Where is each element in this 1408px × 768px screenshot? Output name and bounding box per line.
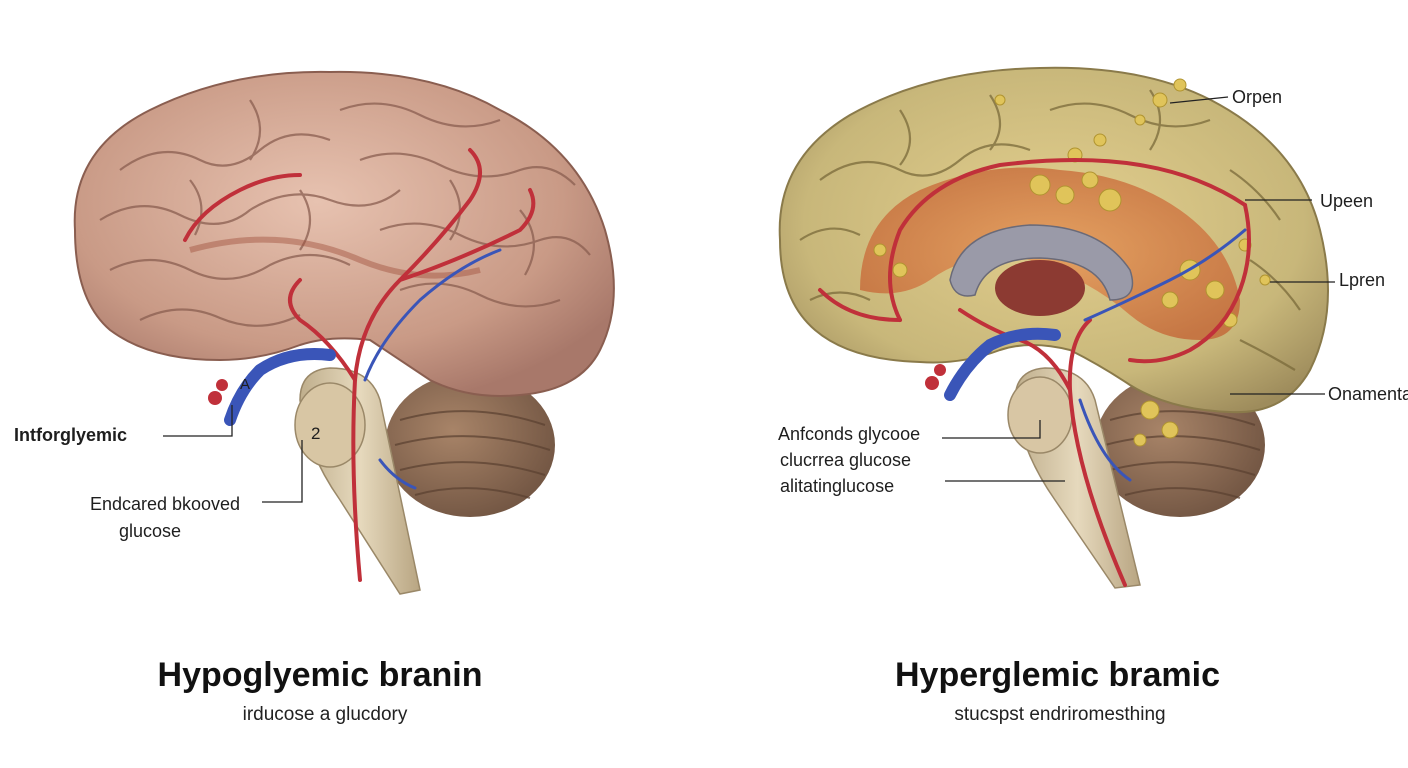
label-alitatin: alitatinglucose: [780, 476, 895, 496]
right-red-node-2: [934, 364, 946, 376]
right-glucose-deposits: [873, 78, 1271, 447]
label-anfconds: Anfconds glycooe: [778, 424, 921, 444]
right-brain: [778, 66, 1329, 589]
left-lateral-fissure: [189, 236, 481, 279]
left-red-node: [208, 391, 222, 405]
left-subtitle: irducose a gluc​dory: [242, 704, 408, 725]
left-leader-lines: [163, 405, 303, 503]
label-endcared-line1: Endcared bkooved: [89, 494, 241, 514]
left-brain: [73, 70, 615, 595]
right-leader-lines: [942, 96, 1335, 482]
left-red-node-2: [216, 379, 228, 391]
right-veins: [944, 228, 1247, 482]
right-thalamus: [995, 260, 1085, 316]
right-corpus-callosum: [949, 224, 1134, 301]
left-title: Hypoglyemic branin: [157, 656, 483, 694]
right-pons: [1007, 376, 1073, 454]
label-marker-a: A: [240, 376, 251, 393]
right-red-node: [925, 376, 939, 390]
left-arteries: [183, 148, 536, 582]
label-intforglyemic: Intforglyemic: [14, 425, 128, 445]
right-arteries: [818, 158, 1251, 587]
left-cerebellum-folds: [394, 410, 551, 499]
left-cerebellum: [385, 373, 555, 517]
left-pons: [294, 382, 366, 468]
label-clucrrea: clucrrea glucose: [780, 450, 912, 470]
right-cerebellum-folds: [1104, 410, 1261, 499]
label-orpen: Orpen: [1232, 87, 1283, 107]
label-lpren: Lpren: [1339, 270, 1386, 290]
right-title: Hyperglemic bramic: [894, 656, 1221, 694]
label-upeen: Upeen: [1320, 191, 1374, 211]
left-gyri: [99, 99, 591, 327]
left-veins: [224, 248, 502, 490]
right-subtitle: stucspst endriromesthing: [954, 704, 1166, 725]
label-endcared-line2: glucose: [118, 521, 182, 541]
label-onamenta: Onamenta: [1328, 384, 1408, 404]
label-marker-2: 2: [311, 424, 321, 443]
right-gyri: [799, 89, 1301, 371]
